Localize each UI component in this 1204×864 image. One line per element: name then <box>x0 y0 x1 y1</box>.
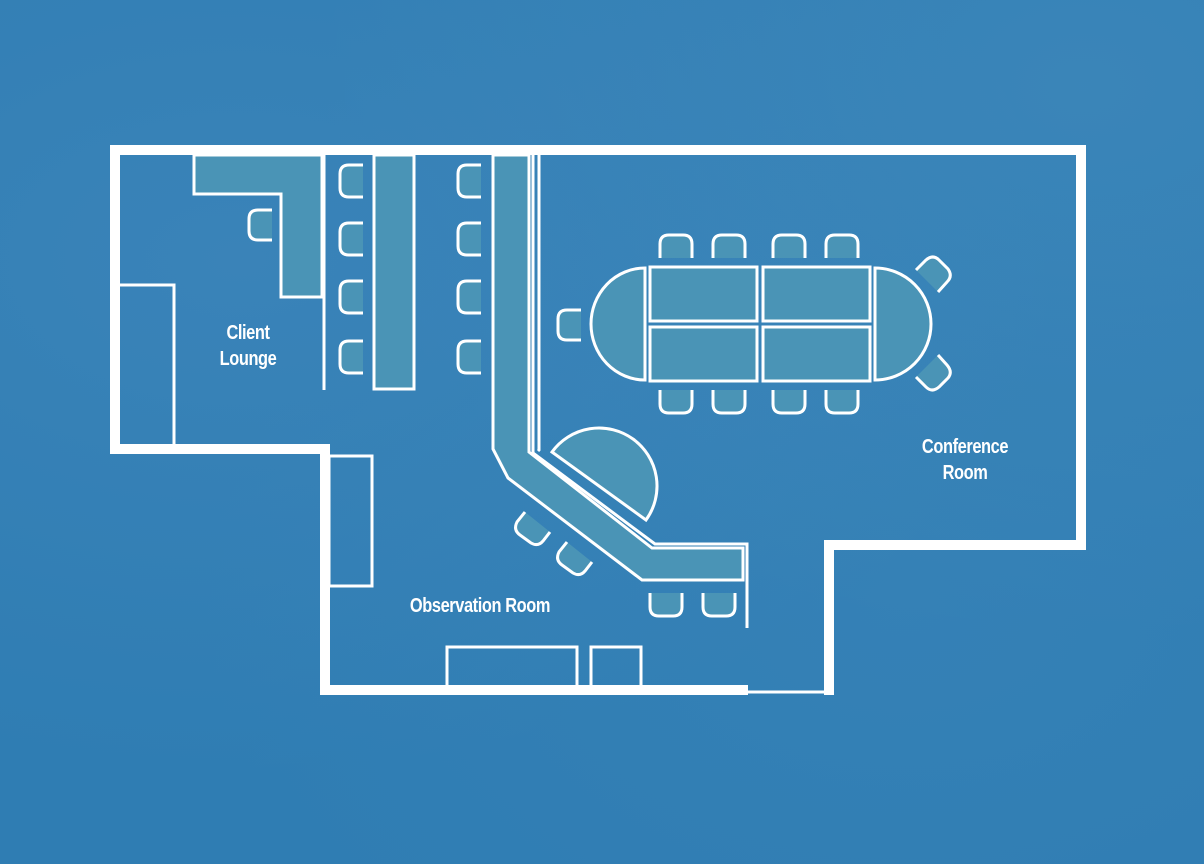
room-label-observation-room: Observation Room <box>390 593 570 619</box>
chair <box>556 541 594 577</box>
lounge-cabinet <box>120 283 176 444</box>
conference-chairs-top <box>658 233 860 258</box>
chair <box>771 390 807 415</box>
outer-wall <box>110 145 1086 695</box>
chair <box>658 390 694 415</box>
table-end-right <box>873 266 933 382</box>
chair <box>824 390 860 415</box>
chair <box>456 339 481 375</box>
observation-desk <box>491 153 745 582</box>
chair <box>338 163 363 199</box>
chair <box>824 233 860 258</box>
chair <box>514 511 552 547</box>
chair <box>648 593 684 618</box>
middle-desk <box>372 153 416 391</box>
room-label-line: Conference <box>921 436 1009 458</box>
round-table <box>549 426 659 523</box>
chair <box>556 308 581 342</box>
room-label-line: Lounge <box>219 348 277 370</box>
table-section <box>648 265 759 323</box>
room-label-line: Observation Room <box>409 595 551 617</box>
observation-counter-1 <box>445 645 579 690</box>
chair <box>338 279 363 315</box>
chair-column-2 <box>456 163 481 375</box>
chair <box>338 339 363 375</box>
room-label-line: Client <box>226 322 270 344</box>
lounge-chair <box>247 208 272 242</box>
table-end-left <box>589 266 647 382</box>
chair <box>711 233 747 258</box>
chair <box>456 279 481 315</box>
table-section <box>648 325 759 383</box>
room-label-line: Room <box>942 462 988 484</box>
chair <box>338 221 363 257</box>
observation-cabinet-left <box>327 454 374 588</box>
chair <box>914 353 952 392</box>
table-section <box>761 325 872 383</box>
observation-glass-inner <box>531 155 749 628</box>
chair <box>456 221 481 257</box>
chair <box>658 233 694 258</box>
chair <box>701 593 737 618</box>
chair <box>711 390 747 415</box>
chair <box>914 255 952 294</box>
room-label-client-lounge: Client Lounge <box>207 320 289 372</box>
observation-counter-2 <box>589 645 643 690</box>
lounge-l-desk <box>192 153 324 299</box>
observation-glass-outer <box>536 155 541 453</box>
chair-column-1 <box>338 163 363 375</box>
room-label-conference-room: Conference Room <box>912 434 1019 486</box>
chair <box>771 233 807 258</box>
table-section <box>761 265 872 323</box>
conference-chairs-bottom <box>658 390 860 415</box>
conference-table <box>589 265 933 383</box>
chair <box>456 163 481 199</box>
